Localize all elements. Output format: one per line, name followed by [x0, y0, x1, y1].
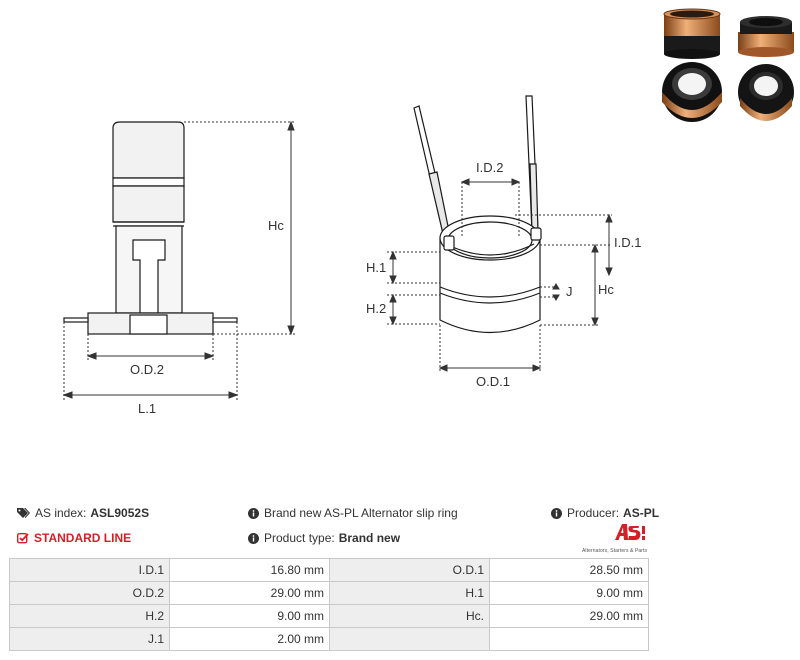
- left-drawing: Hc O.D.2 L.1: [62, 120, 296, 416]
- spec-label-cell: H.1: [329, 581, 490, 605]
- info-icon: [248, 507, 259, 519]
- id2-label: I.D.2: [476, 160, 503, 175]
- tags-icon: [17, 507, 30, 519]
- product-description: Brand new AS-PL Alternator slip ring: [248, 506, 458, 520]
- h1-label: H.1: [366, 260, 386, 275]
- product-photos: [662, 8, 794, 122]
- h2-label: H.2: [366, 301, 386, 316]
- slip-ring-perspective-view: [413, 95, 542, 333]
- dimension-lines-right: [387, 182, 612, 372]
- as-index-label: AS index:: [35, 506, 87, 520]
- producer: Producer: AS-PL: [551, 506, 659, 520]
- od2-label: O.D.2: [130, 362, 164, 377]
- product-photo-1: [663, 8, 721, 59]
- description-text: Brand new AS-PL Alternator slip ring: [264, 506, 458, 520]
- spec-label-cell: O.D.1: [329, 558, 490, 582]
- standard-line-text: STANDARD LINE: [34, 531, 132, 545]
- right-drawing: I.D.2 I.D.1 H.1 H.2 J Hc O.D.1: [366, 95, 641, 389]
- dimension-arrows-left: [62, 120, 295, 399]
- spec-label-cell: [329, 627, 490, 651]
- spec-label-cell: I.D.1: [9, 558, 170, 582]
- spec-value-cell: 2.00 mm: [169, 627, 330, 651]
- hc-label-right: Hc: [598, 282, 614, 297]
- producer-value: AS-PL: [623, 506, 660, 520]
- id1-label: I.D.1: [614, 235, 641, 250]
- product-photo-2: [738, 16, 794, 57]
- product-type: Product type: Brand new: [248, 531, 400, 545]
- info-icon: [248, 532, 259, 544]
- as-index-value: ASL9052S: [90, 506, 150, 520]
- product-photo-3: [662, 62, 722, 122]
- product-type-value: Brand new: [338, 531, 401, 545]
- spec-value-cell: [489, 627, 649, 651]
- spec-label-cell: Hc.: [329, 604, 490, 628]
- brand-logo: Alternators, Starters & Parts: [582, 522, 652, 554]
- spec-value-cell: 9.00 mm: [489, 581, 649, 605]
- as-index: AS index: ASL9052S: [17, 506, 149, 520]
- j-label: J: [566, 284, 573, 299]
- l1-label: L.1: [138, 401, 156, 416]
- info-icon: [551, 507, 562, 519]
- technical-drawing: Hc O.D.2 L.1: [62, 8, 794, 416]
- producer-label: Producer:: [567, 506, 620, 520]
- brand-tagline: Alternators, Starters & Parts: [582, 548, 648, 554]
- spec-value-cell: 29.00 mm: [489, 604, 649, 628]
- spec-label-cell: O.D.2: [9, 581, 170, 605]
- check-square-icon: [17, 532, 29, 544]
- standard-line-badge: STANDARD LINE: [17, 531, 131, 545]
- product-photo-4: [738, 64, 794, 121]
- od1-label: O.D.1: [476, 374, 510, 389]
- spec-value-cell: 9.00 mm: [169, 604, 330, 628]
- product-type-label: Product type:: [264, 531, 335, 545]
- spec-value-cell: 16.80 mm: [169, 558, 330, 582]
- hc-label: Hc: [268, 218, 284, 233]
- spec-value-cell: 29.00 mm: [169, 581, 330, 605]
- spec-label-cell: H.2: [9, 604, 170, 628]
- dimension-lines-left: [63, 121, 296, 400]
- slip-ring-side-view: [63, 121, 238, 335]
- dimension-arrows-right: [389, 178, 613, 372]
- as-logo-mark: [615, 524, 645, 540]
- spec-label-cell: J.1: [9, 627, 170, 651]
- spec-value-cell: 28.50 mm: [489, 558, 649, 582]
